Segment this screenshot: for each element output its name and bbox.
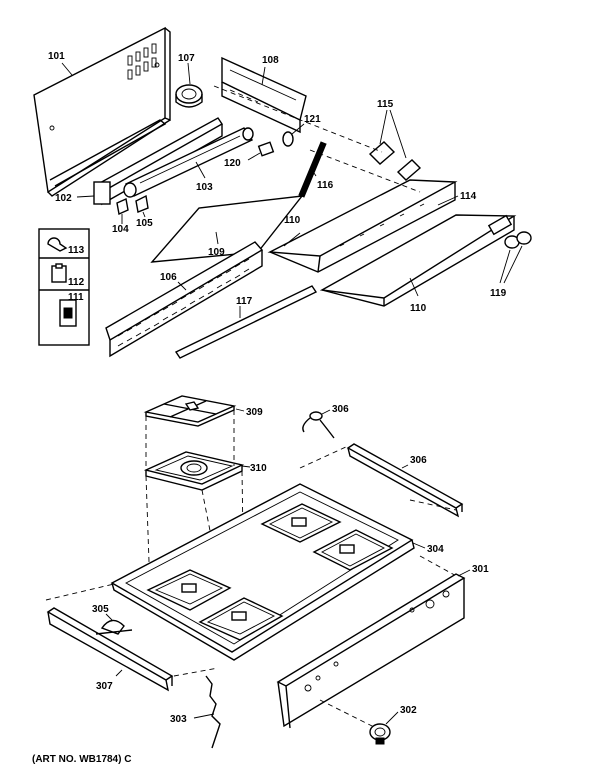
part-304-cooktop bbox=[110, 483, 426, 661]
label-301: 301 bbox=[472, 564, 489, 575]
label-115: 115 bbox=[377, 99, 394, 110]
part-104-connector bbox=[116, 197, 129, 224]
label-307: 307 bbox=[96, 681, 113, 692]
label-303: 303 bbox=[170, 714, 187, 725]
part-110-lower-tray bbox=[319, 214, 517, 307]
label-121: 121 bbox=[304, 114, 321, 125]
label-304: 304 bbox=[427, 544, 444, 555]
label-116: 116 bbox=[317, 180, 334, 191]
label-107: 107 bbox=[178, 53, 195, 64]
part-legend-box bbox=[38, 228, 90, 346]
label-306-strip: 306 bbox=[410, 455, 427, 466]
part-306-trim-strip bbox=[346, 443, 464, 518]
part-302-knob bbox=[369, 711, 399, 745]
part-120-valve bbox=[247, 141, 275, 161]
art-number: (ART NO. WB1784) C bbox=[32, 754, 131, 765]
label-101: 101 bbox=[48, 51, 65, 62]
part-103-tube bbox=[123, 127, 254, 198]
label-103: 103 bbox=[196, 182, 213, 193]
label-108: 108 bbox=[262, 55, 279, 66]
part-108-top-bracket bbox=[221, 56, 307, 134]
part-305-bracket bbox=[95, 613, 133, 635]
label-305: 305 bbox=[92, 604, 109, 615]
part-114-bracket bbox=[437, 195, 459, 206]
label-113: 113 bbox=[68, 245, 85, 256]
part-107-blower bbox=[175, 62, 203, 108]
label-120: 120 bbox=[224, 158, 241, 169]
label-112: 112 bbox=[68, 277, 85, 288]
part-121-ring bbox=[282, 123, 305, 147]
part-110-upper-tray bbox=[267, 179, 458, 273]
label-102: 102 bbox=[55, 193, 72, 204]
part-307-front-trim bbox=[46, 607, 174, 692]
part-117-rod bbox=[174, 285, 318, 359]
part-labels: 101 107 108 115 121 120 116 103 102 114 … bbox=[32, 51, 507, 765]
label-119: 119 bbox=[490, 288, 507, 299]
part-306-igniter bbox=[302, 409, 335, 439]
label-109: 109 bbox=[208, 247, 225, 258]
label-306-igniter: 306 bbox=[332, 404, 349, 415]
part-301-control-panel bbox=[276, 569, 471, 729]
label-110-upper: 110 bbox=[284, 215, 301, 226]
label-309: 309 bbox=[246, 407, 263, 418]
label-106: 106 bbox=[160, 272, 177, 283]
part-102-rail bbox=[76, 117, 223, 206]
upper-dash-lines bbox=[213, 85, 421, 193]
label-302: 302 bbox=[400, 705, 417, 716]
part-309-grate bbox=[143, 395, 245, 427]
part-310-drip-pan bbox=[143, 451, 251, 491]
part-106-louver bbox=[105, 241, 264, 358]
label-117: 117 bbox=[236, 296, 253, 307]
part-115-clips bbox=[368, 109, 422, 181]
label-105: 105 bbox=[136, 218, 153, 229]
label-111: 111 bbox=[68, 292, 84, 303]
part-105-fitting bbox=[135, 194, 149, 218]
label-104: 104 bbox=[112, 224, 129, 235]
part-109-shield bbox=[150, 195, 304, 263]
label-114: 114 bbox=[460, 191, 477, 202]
label-310: 310 bbox=[250, 463, 267, 474]
label-110-lower: 110 bbox=[410, 303, 427, 314]
part-119-knobs bbox=[499, 231, 532, 284]
part-101-back-panel bbox=[33, 26, 171, 197]
part-303-gas-line bbox=[193, 675, 221, 749]
